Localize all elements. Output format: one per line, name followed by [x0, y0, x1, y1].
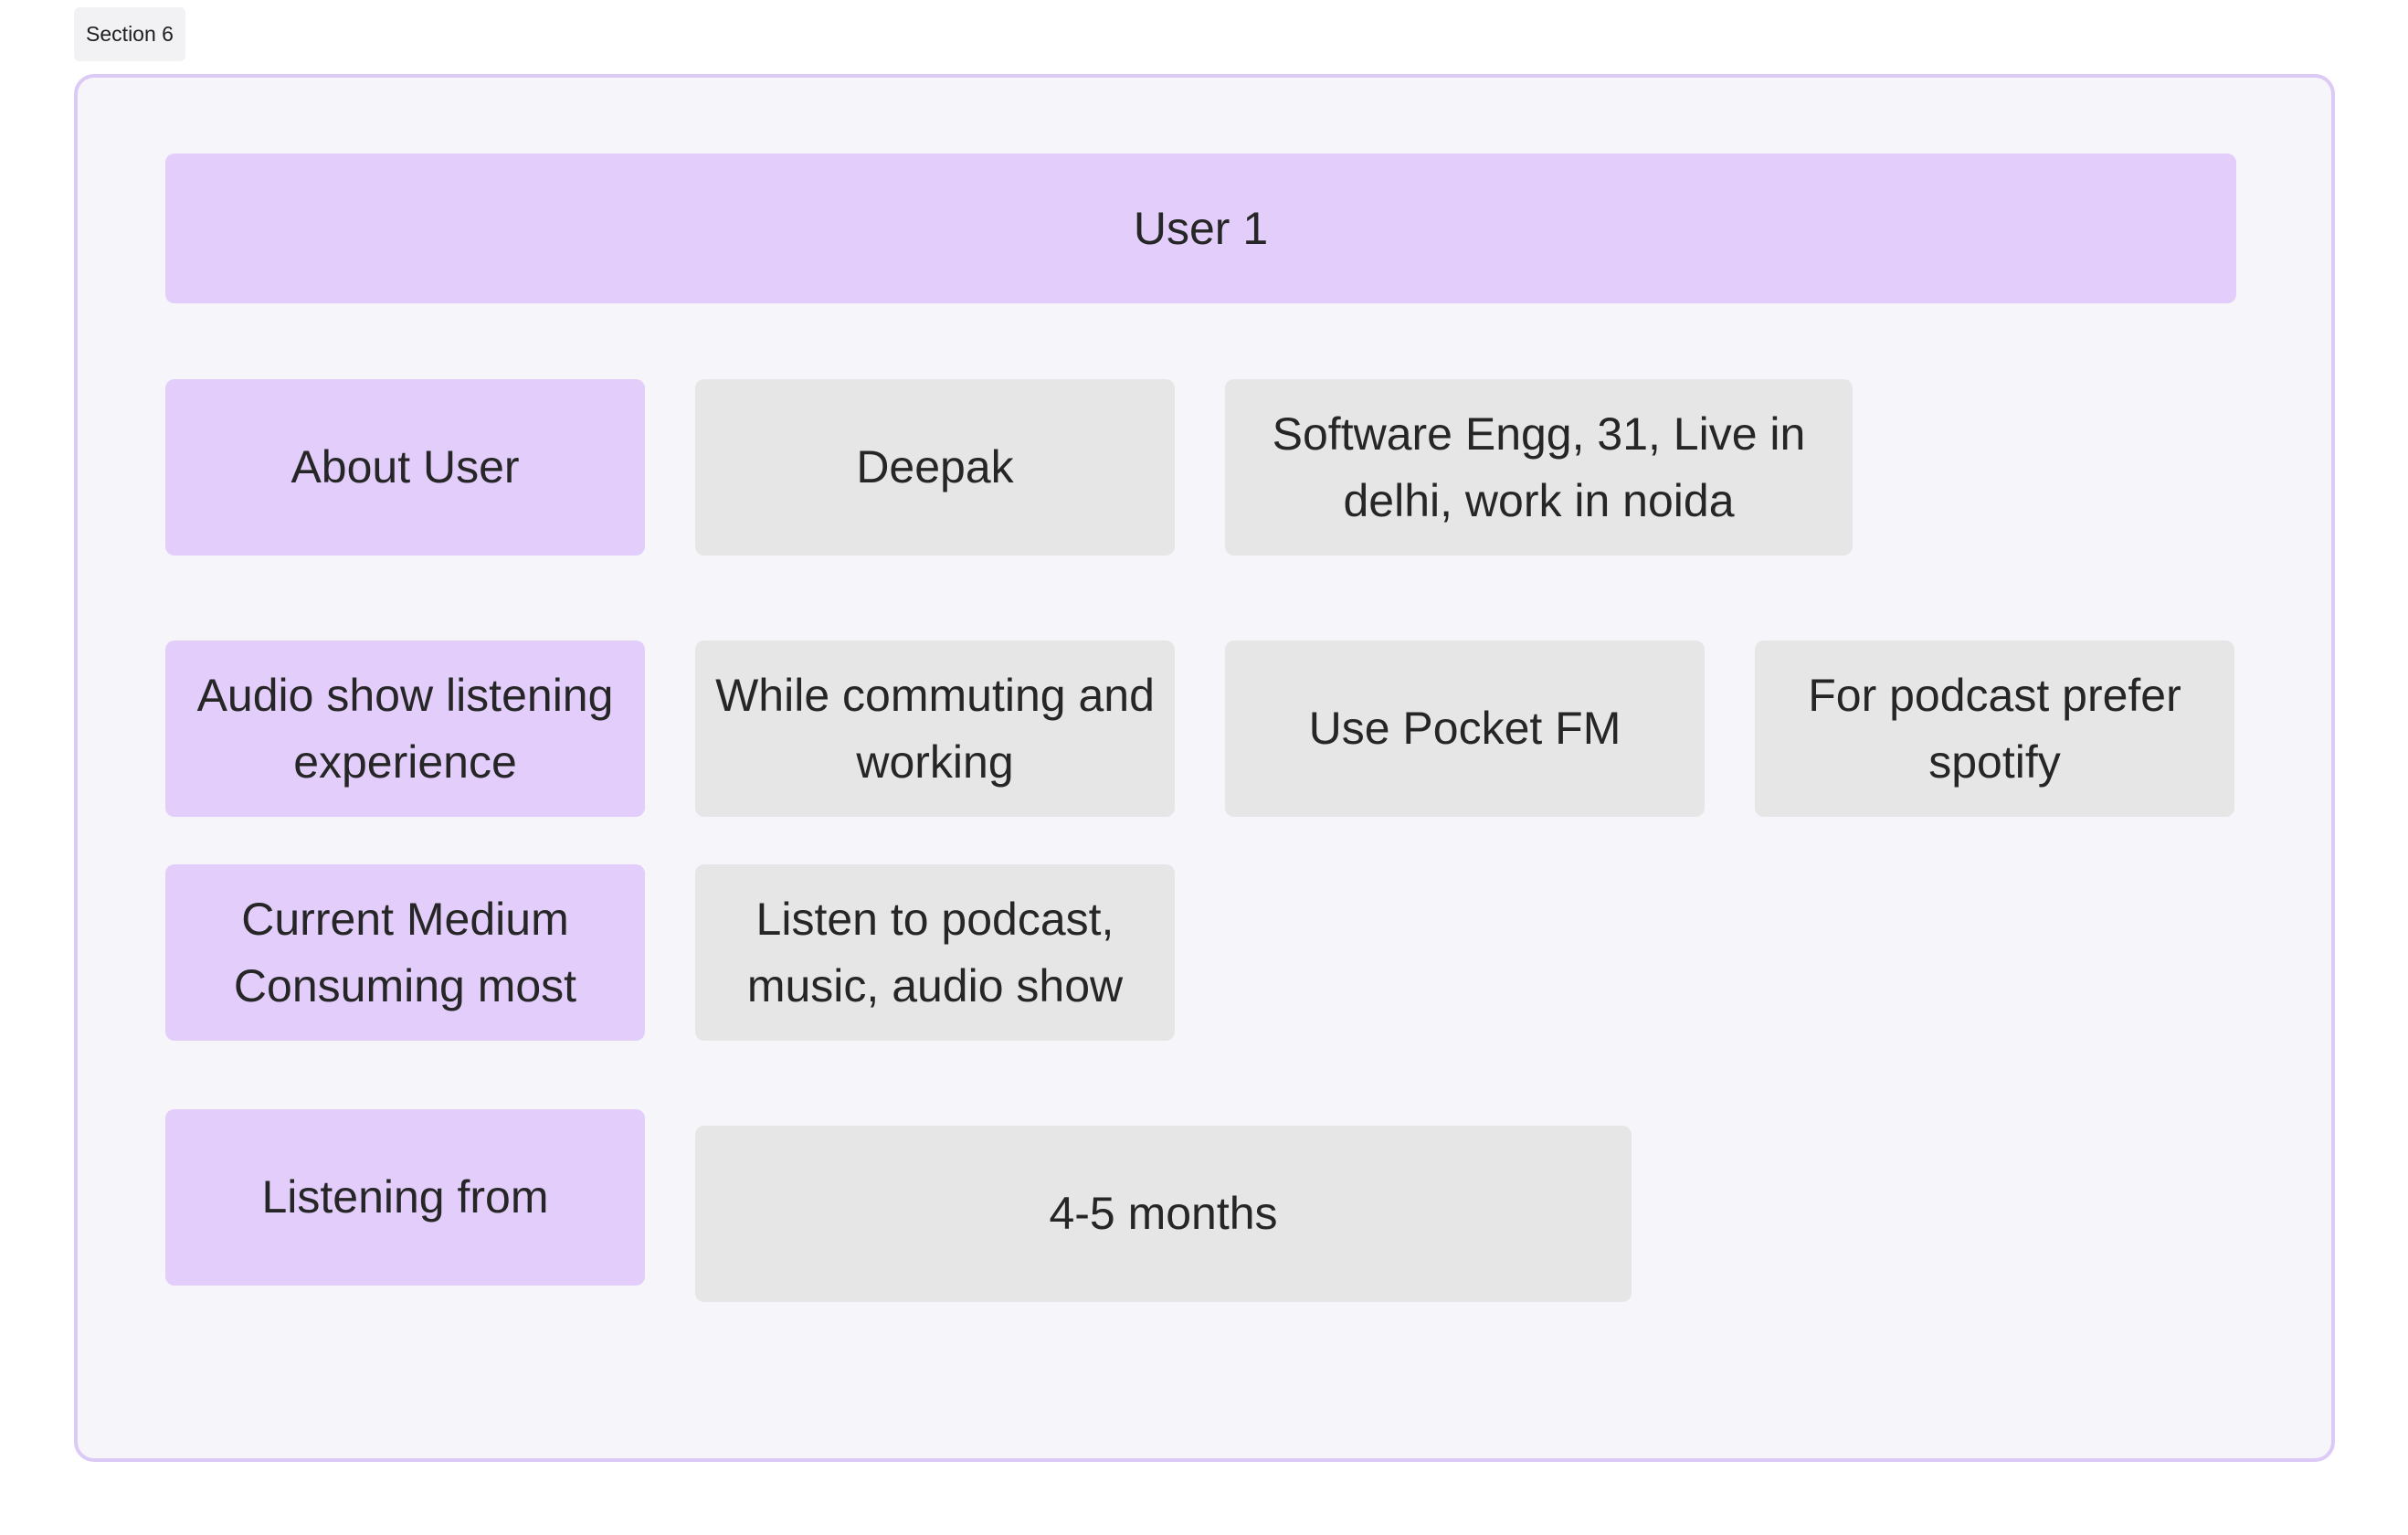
listening-context-sticky[interactable]: While commuting and working	[695, 640, 1175, 817]
user-details-sticky[interactable]: Software Engg, 31, Live in delhi, work i…	[1225, 379, 1853, 556]
current-medium-label-sticky[interactable]: Current Medium Consuming most	[165, 864, 645, 1041]
current-medium-value-sticky[interactable]: Listen to podcast, music, audio show	[695, 864, 1175, 1041]
audio-experience-label-sticky[interactable]: Audio show listening experience	[165, 640, 645, 817]
listening-from-label-sticky[interactable]: Listening from	[165, 1109, 645, 1286]
podcast-preference-sticky[interactable]: For podcast prefer spotify	[1755, 640, 2234, 817]
listening-duration-sticky[interactable]: 4-5 months	[695, 1126, 1632, 1302]
app-used-sticky[interactable]: Use Pocket FM	[1225, 640, 1705, 817]
user-title-sticky[interactable]: User 1	[165, 154, 2236, 303]
section-label[interactable]: Section 6	[74, 7, 185, 61]
user-name-sticky[interactable]: Deepak	[695, 379, 1175, 556]
about-user-label-sticky[interactable]: About User	[165, 379, 645, 556]
